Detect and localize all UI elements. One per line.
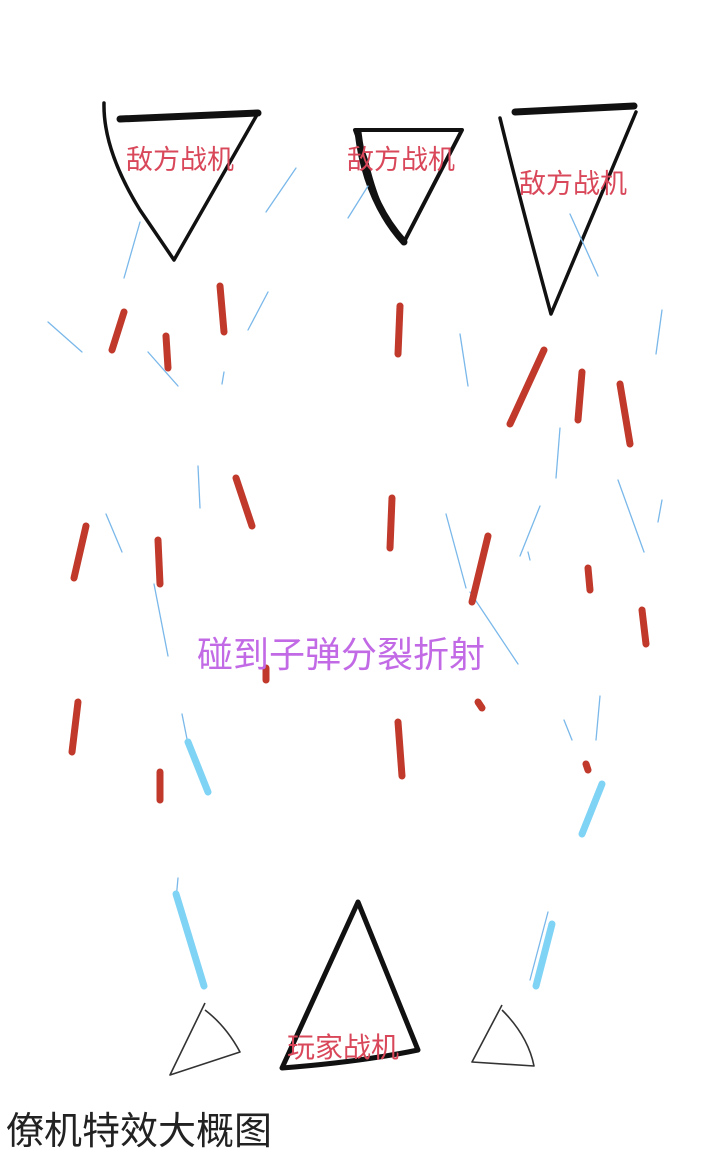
player-fighter <box>279 899 421 1071</box>
enemy-fighter-3 <box>498 102 638 316</box>
effect-label: 碰到子弹分裂折射 <box>197 635 486 676</box>
enemy-fighter-1 <box>102 101 262 262</box>
enemy-label-3: 敌方战机 <box>519 169 627 200</box>
refraction-trails <box>47 167 663 981</box>
wingman-bullets <box>172 738 606 990</box>
diagram-caption: 僚机特效大概图 <box>6 1109 273 1153</box>
wingman-left <box>169 1002 241 1076</box>
player-label: 玩家战机 <box>287 1031 400 1064</box>
enemy-fighter-2 <box>353 128 464 246</box>
enemy-bullets <box>68 282 650 804</box>
enemy-label-1: 敌方战机 <box>126 145 234 176</box>
enemy-label-2: 敌方战机 <box>347 145 455 176</box>
wingman-right <box>471 1004 535 1067</box>
